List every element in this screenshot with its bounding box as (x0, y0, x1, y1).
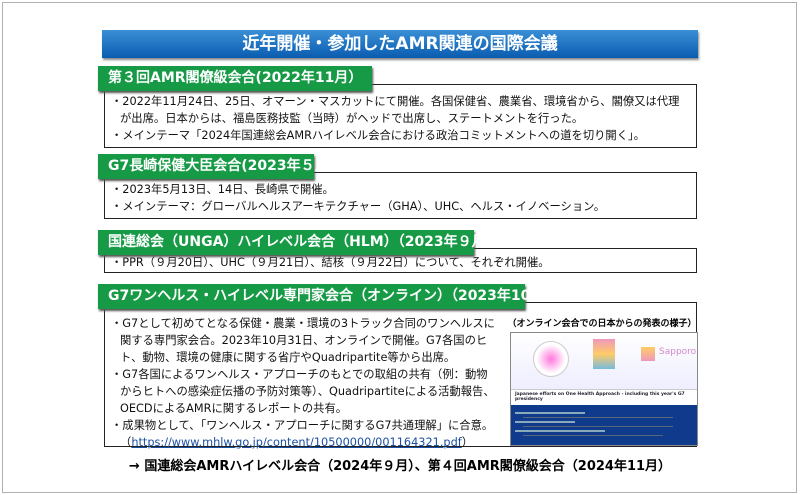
report-link[interactable]: https://www.mhlw.go.jp/content/10500000/… (131, 436, 462, 449)
bullet: ・メインテーマ：グローバルヘルスアーキテクチャー（GHA）、UHC、ヘルス・イノ… (111, 200, 606, 213)
bullet: ・G7として初めてとなる保健・農業・環境の3トラック合同のワンヘルスに関する専門… (111, 317, 495, 364)
presentation-screenshot: Sapporo Japanese efforts on One Health A… (510, 332, 698, 446)
section-box-amr-ministerial: ・2022年11月24日、25日、オマーン・マスカットにて開催。各国保健省、農業… (104, 84, 697, 148)
bullet: ・2023年5月13日、14日、長崎県で開催。 (111, 183, 334, 196)
bullet: ・G7各国によるワンヘルス・アプローチのもとでの取組の共有（例：動物からヒトへの… (111, 368, 495, 415)
g7-logo-icon (593, 339, 615, 369)
bullet: ・メインテーマ「2024年国連総会AMRハイレベル会合における政治コミットメント… (111, 129, 645, 142)
miyazaki-logo-icon (533, 341, 569, 377)
section-heading-g7-nagasaki: G7長崎保健大臣会合(2023年５月） (98, 154, 343, 179)
section-box-g7-one-health: ・G7として初めてとなる保健・農業・環境の3トラック合同のワンヘルスに関する専門… (104, 302, 697, 449)
image-caption: （オンライン会合での日本からの発表の様子） (507, 319, 697, 329)
section-heading-g7-one-health: G7ワンヘルス・ハイレベル専門家会合（オンライン）（2023年10月） (98, 284, 558, 309)
sapporo-logo-text: Sapporo (659, 347, 697, 357)
bullet: ・成果物として、「ワンヘルス・アプローチに関するG7共通理解」に合意。 (111, 419, 494, 432)
section-heading-amr-ministerial: 第３回AMR閣僚級会合(2022年11月） (98, 66, 372, 91)
bullet: ・2022年11月24日、25日、オマーン・マスカットにて開催。各国保健省、農業… (111, 95, 680, 125)
sapporo-logo-icon (641, 347, 655, 361)
section-box-g7-nagasaki: ・2023年5月13日、14日、長崎県で開催。 ・メインテーマ：グローバルヘルス… (104, 172, 697, 219)
footer-next-meetings: → 国連総会AMRハイレベル会合（2024年９月）、第４回AMR閣僚級会合（20… (128, 459, 672, 474)
bullet: ・PPR（９月20日）、UHC（９月21日）、結核（９月22日）について、それぞ… (111, 256, 550, 269)
image-banner: Japanese efforts on One Health Approach … (511, 389, 697, 405)
section-heading-unga-hlm: 国連総会（UNGA）ハイレベル会合（HLM）（2023年９月） (98, 230, 500, 255)
presenter-list (511, 405, 697, 445)
slide-title: 近年開催・参加したAMR関連の国際会議 (102, 30, 698, 58)
